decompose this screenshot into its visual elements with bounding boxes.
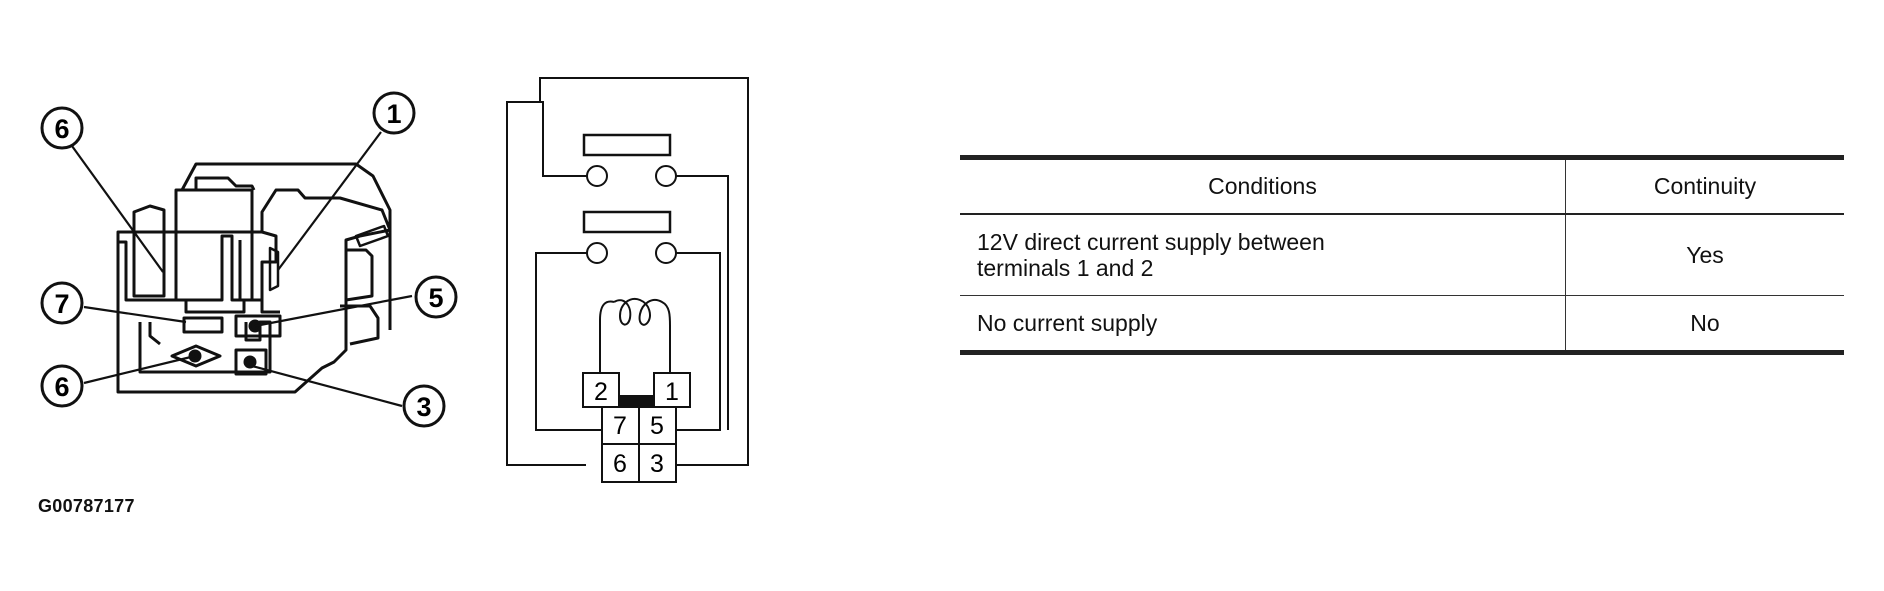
relay-lower-frame: [138, 320, 272, 374]
schematic-terminal-labels: 2 1 7 5 6 3: [594, 378, 679, 478]
header-continuity: Continuity: [1565, 155, 1844, 215]
table-header-row: Conditions Continuity: [960, 155, 1844, 215]
condition-line: 12V direct current supply between: [977, 229, 1325, 255]
schematic-link-bar: [618, 395, 655, 408]
continuity-table: Conditions Continuity 12V direct current…: [960, 155, 1844, 355]
table-row: 12V direct current supply between termin…: [960, 214, 1844, 296]
svg-text:1: 1: [386, 99, 401, 129]
relay-latch: [174, 188, 254, 302]
terminal-label-3: 3: [650, 450, 664, 478]
svg-text:7: 7: [54, 289, 69, 319]
callout-7: 7: [40, 281, 84, 325]
callout-2: 6: [40, 106, 84, 150]
switch-1-left-contact: [586, 165, 608, 187]
relay-housing-outer: [116, 188, 392, 394]
callout-6: 6: [40, 364, 84, 408]
terminal-label-1: 1: [665, 378, 679, 406]
wire-terminal-5: [676, 252, 721, 431]
wire-terminal-7: [535, 252, 602, 431]
condition-cell: No current supply: [960, 295, 1566, 355]
svg-text:6: 6: [54, 372, 69, 402]
relay-schematic: [506, 77, 749, 483]
reference-code: G00787177: [38, 496, 135, 516]
table-row: No current supply No: [960, 295, 1844, 355]
terminal-label-6: 6: [613, 450, 627, 478]
leader-1: [277, 131, 382, 271]
callout-1: 1: [372, 91, 416, 135]
leader-6: [83, 354, 196, 385]
header-conditions: Conditions: [960, 155, 1566, 215]
relay-coil: [599, 298, 671, 373]
terminal-pad-7: [182, 316, 224, 334]
svg-text:6: 6: [54, 114, 69, 144]
leader-3: [251, 364, 403, 408]
wire-switch-1-right: [676, 175, 729, 430]
svg-text:3: 3: [416, 392, 431, 422]
relay-connector-drawing: [71, 131, 413, 408]
callouts: 6 1 7 5 6 3: [40, 91, 458, 428]
callout-3: 3: [402, 384, 446, 428]
svg-text:5: 5: [428, 283, 443, 313]
schematic-terminal-3: [638, 443, 677, 483]
switch-2-right-contact: [655, 242, 677, 264]
terminal-pad-5: [234, 314, 282, 338]
leader-7: [83, 305, 187, 324]
terminal-label-7: 7: [613, 412, 627, 440]
wire-terminal-3: [539, 77, 749, 466]
condition-line: terminals 1 and 2: [977, 255, 1154, 281]
terminal-pad-6: [170, 344, 222, 368]
leader-5: [254, 294, 413, 328]
wire-terminal-6: [506, 101, 587, 466]
switch-1-contact-bar: [582, 133, 672, 157]
leader-2: [71, 145, 164, 273]
switch-2-left-contact: [586, 242, 608, 264]
switch-1-right-contact: [655, 165, 677, 187]
terminal-label-2: 2: [594, 378, 608, 406]
terminal-label-5: 5: [650, 412, 664, 440]
callout-5: 5: [414, 275, 458, 319]
continuity-cell: Yes: [1565, 214, 1844, 296]
condition-cell: 12V direct current supply between termin…: [960, 214, 1566, 296]
switch-2-contact-bar: [582, 210, 672, 234]
terminal-pad-3: [234, 348, 268, 376]
continuity-cell: No: [1565, 295, 1844, 355]
